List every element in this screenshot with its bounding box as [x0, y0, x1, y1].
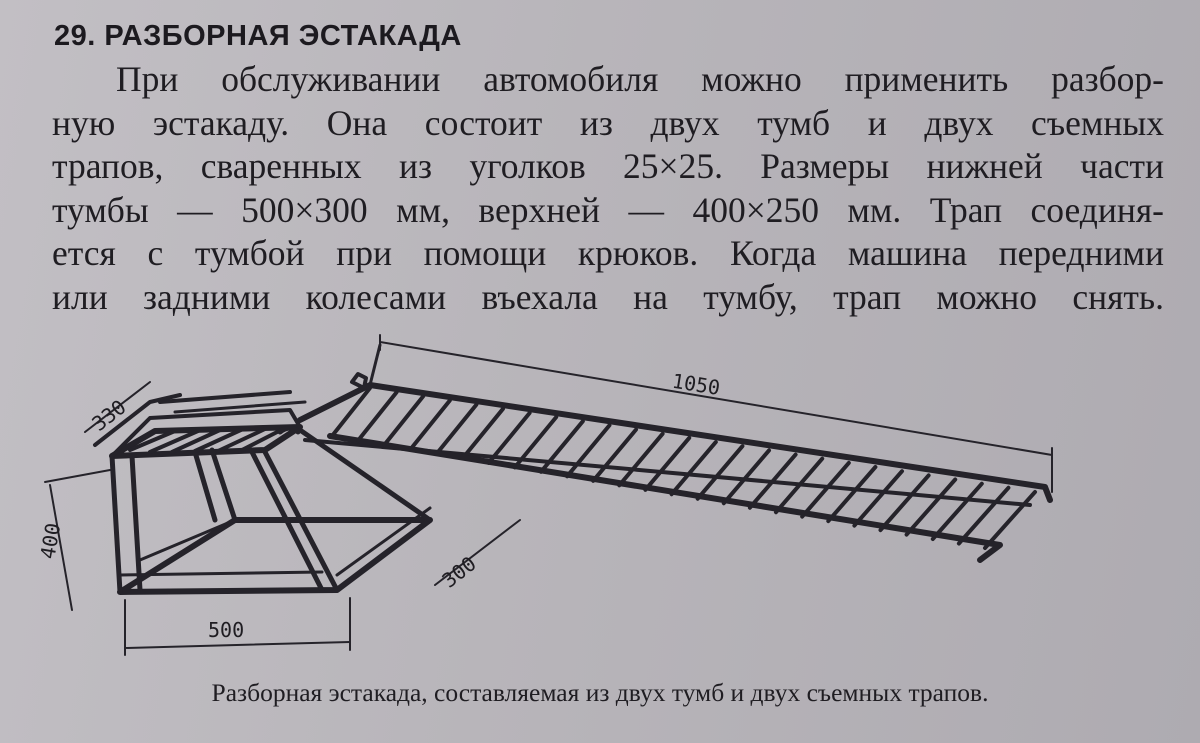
ramp-rung [669, 440, 718, 497]
ramp-rung [434, 402, 479, 456]
ramp-rung [930, 481, 984, 541]
ramp-rung [800, 460, 851, 519]
ramp-rung [695, 444, 745, 501]
ramp-rung [983, 490, 1037, 550]
dim-ramp-length: 1050 [670, 369, 721, 400]
paragraph-line: трапов, сваренных из уголков 25×25. Разм… [52, 146, 1164, 186]
ramp-rung [408, 398, 452, 452]
ramp-rung [747, 452, 798, 510]
ramp-rung [382, 394, 426, 447]
ramp-rung [852, 469, 904, 528]
ramp-drawing: 1050 400 500 300 330 [35, 334, 1053, 656]
ramp-rung [330, 386, 372, 438]
ramp-rung [617, 431, 665, 488]
paragraph-line: ную эстакаду. Она состоит из двух тумб и… [52, 102, 1164, 143]
ramp-rung [356, 390, 399, 443]
ramp-rung [774, 456, 825, 515]
ramp-rung [591, 427, 638, 483]
figure-caption: Разборная эстакада, составляемая из двух… [211, 678, 989, 707]
ramp-rung [956, 485, 1011, 546]
paragraph-line: тумбы — 500×300 мм, верхней — 400×250 мм… [52, 189, 1164, 230]
ramp [297, 343, 1053, 563]
ramp-rung [826, 465, 878, 524]
body-paragraph: При обслуживании автомобиля можно примен… [52, 58, 1164, 319]
paragraph-line: При обслуживании автомобиля можно примен… [116, 59, 1164, 99]
dim-height: 400 [35, 521, 65, 561]
ramp-rung [460, 406, 505, 461]
ramp-rung [539, 419, 585, 474]
paragraph-line: ется с тумбой при помощи крюков. Когда м… [52, 233, 1164, 273]
paragraph-line: или задними колесами въехала на тумбу, т… [52, 276, 1164, 317]
dim-bottom-length: 500 [208, 618, 244, 642]
stand-frame [93, 372, 433, 595]
dim-bottom-depth: 300 [437, 551, 480, 592]
ramp-rung [721, 448, 771, 506]
section-heading: 29. РАЗБОРНАЯ ЭСТАКАДА [54, 20, 462, 52]
ramp-rung [512, 415, 559, 470]
ramp-rung [565, 423, 612, 479]
ramp-rung [486, 411, 532, 465]
ramp-rung [643, 435, 692, 492]
dimension-lines [44, 334, 1053, 656]
ramp-rung [904, 477, 958, 537]
ramp-rung [878, 473, 931, 533]
